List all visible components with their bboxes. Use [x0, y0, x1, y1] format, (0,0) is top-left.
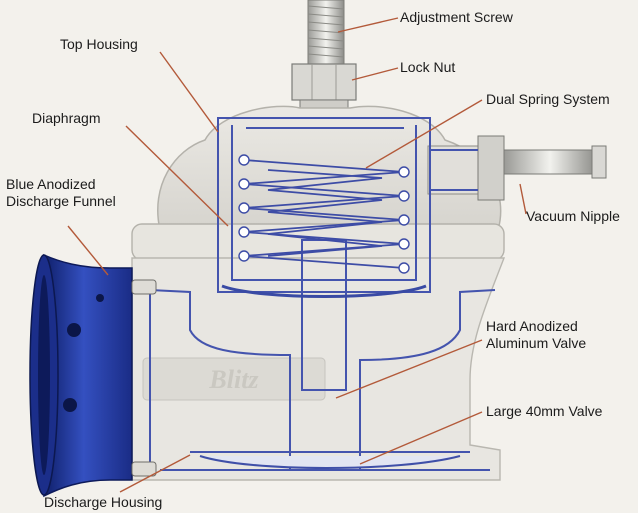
- funnel-clamp: [131, 279, 157, 477]
- label-top-housing: Top Housing: [60, 36, 138, 52]
- diaphragm: [221, 284, 427, 298]
- leader-large-valve: [359, 411, 483, 465]
- internal-cutaway: [149, 117, 496, 471]
- leader-blue-funnel: [67, 225, 109, 276]
- blitz-marking: Blitz: [208, 365, 259, 394]
- label-blue-discharge-funnel: Blue Anodized Discharge Funnel: [6, 176, 116, 210]
- label-diaphragm: Diaphragm: [32, 110, 101, 126]
- leader-diaphragm: [125, 125, 229, 227]
- leader-top-housing: [159, 51, 219, 133]
- leader-adjustment-screw: [337, 17, 399, 33]
- leader-vacuum-nipple: [519, 183, 527, 215]
- large-valve: [199, 455, 461, 469]
- vacuum-nipple: [427, 135, 607, 201]
- label-adjustment-screw: Adjustment Screw: [400, 9, 513, 25]
- leader-hard-valve: [335, 339, 483, 399]
- label-hard-valve-line-1: Hard Anodized: [486, 318, 578, 334]
- label-lock-nut: Lock Nut: [400, 59, 456, 75]
- lock-nut: [291, 63, 357, 113]
- label-blue-funnel-line-2: Discharge Funnel: [6, 193, 116, 209]
- leader-dual-spring: [365, 99, 483, 169]
- label-blue-funnel-line-1: Blue Anodized: [6, 176, 96, 192]
- dual-spring: [243, 159, 405, 269]
- label-discharge-housing: Discharge Housing: [44, 494, 163, 510]
- leader-lock-nut: [351, 67, 399, 81]
- blue-discharge-funnel: [29, 253, 133, 498]
- housing-cast-marking: Blitz: [142, 357, 326, 401]
- label-dual-spring-system: Dual Spring System: [486, 91, 610, 107]
- leader-discharge-housing: [119, 454, 191, 493]
- label-vacuum-nipple: Vacuum Nipple: [526, 208, 620, 224]
- label-hard-anodized-valve: Hard Anodized Aluminum Valve: [486, 318, 586, 352]
- spring-coil-ends: [238, 154, 410, 274]
- label-large-valve: Large 40mm Valve: [486, 403, 603, 419]
- label-hard-valve-line-2: Aluminum Valve: [486, 335, 587, 351]
- leader-lines: [67, 17, 527, 493]
- adjustment-screw: [307, 0, 345, 67]
